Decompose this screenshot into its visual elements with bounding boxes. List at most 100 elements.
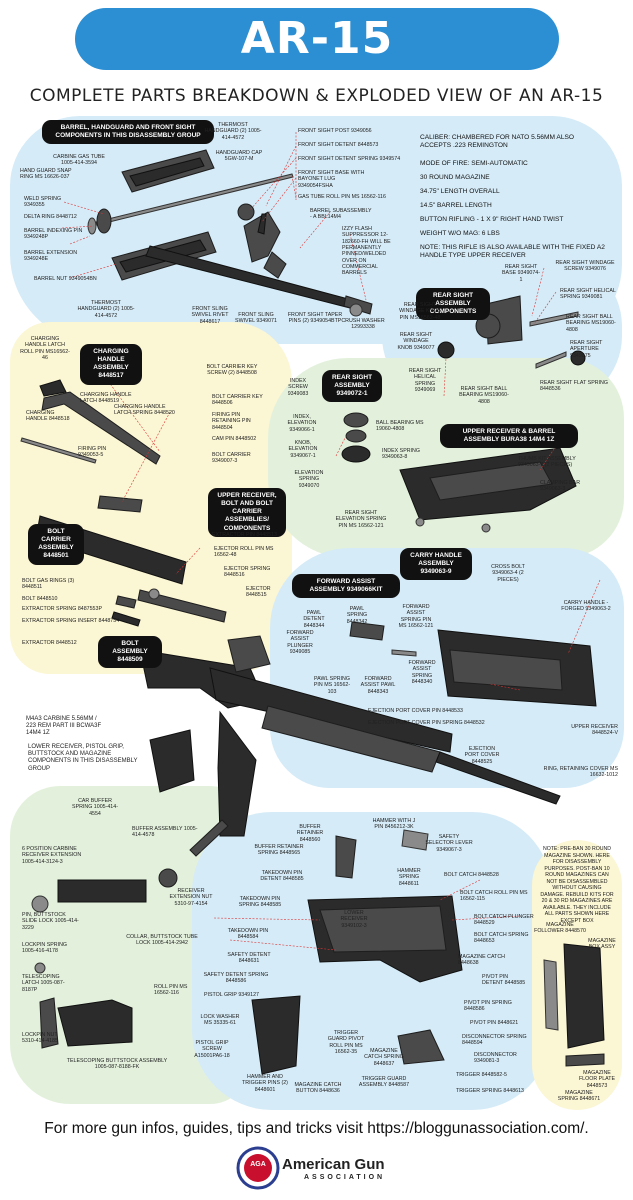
part-label: FORWARD ASSIST PLUNGER 9349085 <box>286 630 314 656</box>
part-label: GAS TUBE ROLL PIN MS 16562-116 <box>298 194 386 200</box>
logo-name: American Gun <box>282 1156 385 1173</box>
part-label: BALL BEARING MS 19060-4808 <box>376 420 424 433</box>
part-label: BUFFER RETAINER SPRING 8448565 <box>254 844 304 857</box>
spec-line: 30 ROUND MAGAZINE <box>420 174 490 181</box>
part-label: REAR SIGHT BALL BEARING MS19060-4808 <box>566 314 616 333</box>
logo-badge: AGA <box>250 1161 266 1168</box>
upper-receiver-bolt-tag: UPPER RECEIVER, BOLT AND BOLT CARRIER AS… <box>208 488 286 537</box>
part-label: ROLL PIN MS 16562-116 <box>154 984 188 997</box>
part-label: REAR SIGHT HELICAL SPRING 9349081 <box>560 288 616 301</box>
part-label: BUFFER ASSEMBLY 1005-414-4578 <box>132 826 198 839</box>
part-label: SAFETY DETENT 8448631 <box>227 952 271 965</box>
spec-line: 34.75" LENGTH OVERALL <box>420 188 500 195</box>
part-label: CAR BUFFER SPRING 1005-414-4554 <box>72 798 118 817</box>
part-label: EXTRACTOR 8448512 <box>22 640 77 646</box>
part-label: FRONT SIGHT POST 9349056 <box>298 128 372 134</box>
part-label: CHARGING HANDLE LATCH 8448519 <box>80 392 132 405</box>
magazine-drawing <box>563 943 605 1049</box>
part-label: REAR SIGHT BASE 9349074-1 <box>502 264 540 283</box>
part-label: HAND GUARD SNAP RING MS 16626-037 <box>20 168 72 181</box>
part-label: CHARGING HANDLE 8448518 <box>26 410 70 423</box>
spec-line: BUTTON RIFLING - 1 X 9" RIGHT HAND TWIST <box>420 216 564 223</box>
part-label: FRONT SLING SWIVEL RIVET 8448617 <box>191 306 229 325</box>
part-label: FIRING PIN 9349053-5 <box>78 446 107 459</box>
part-label: BOLT CATCH SPRING 8448653 <box>474 932 529 945</box>
part-label: SAFETY DETENT SPRING 8448586 <box>203 972 269 985</box>
part-label: DISCONNECTOR SPRING 8448594 <box>462 1034 527 1047</box>
part-label: EJECTION PORT COVER 8448525 <box>464 746 500 765</box>
part-label: THERMOST HANDGUARD (2) 1005-414-4572 <box>204 122 262 141</box>
rear-sight-assembly-tag: REAR SIGHT ASSEMBLY 9349072-1 <box>322 370 382 403</box>
part-label: BARREL EXTENSION 9349248E <box>24 250 78 263</box>
part-label: PISTOL GRIP SCREW A15001PA6-18 <box>194 1040 230 1059</box>
part-label: REAR SIGHT WINDAGE SCREW 9349076 <box>555 260 615 273</box>
part-label: CROSS BOLT 9349063-4 (2 PIECES) <box>491 564 525 583</box>
part-label: ELEVATION SPRING 9349070 <box>294 470 324 489</box>
part-label: REAR SIGHT APERTURE 9349075 <box>570 340 603 359</box>
part-label: CHARGING HANDLE LATCH ROLL PIN MS16562-4… <box>20 336 70 362</box>
part-label: REAR SIGHT HELICAL SPRING 9349069 <box>408 368 442 394</box>
spec-line: WEIGHT W/O MAG: 6 LBS <box>420 230 500 237</box>
part-label: BOLT GAS RINGS (3) 8448511 <box>22 578 75 591</box>
part-label: HAMMER WITH J PIN 8456212-3K <box>372 818 416 831</box>
part-label: TRIGGER GUARD ASSEMBLY 8448587 <box>358 1076 410 1089</box>
part-label: BOLT CATCH 8448528 <box>444 872 499 878</box>
part-label: INDEX SPRING 9349063-8 <box>382 448 420 461</box>
footer-text: For more gun infos, guides, tips and tri… <box>44 1120 589 1137</box>
bolt-drawing <box>137 589 227 623</box>
part-label: TELESCOPING BUTTSTOCK ASSEMBLY 1005-087-… <box>66 1058 168 1071</box>
part-label: FRONT SIGHT DETENT 8448573 <box>298 142 379 148</box>
part-label: TRIGGER 8448582-5 <box>456 1072 507 1078</box>
magazine-note: NOTE: PRE-BAN 30 ROUND MAGAZINE SHOWN. H… <box>540 846 614 924</box>
part-label: FRONT SIGHT TAPER PINS (2) 9349054BTP <box>287 312 343 325</box>
part-label: CLAMPING BAR 9349063-3 <box>540 480 581 493</box>
rear-sight-components-tag: REAR SIGHT ASSEMBLY COMPONENTS <box>416 288 490 321</box>
part-label: BOLT 8448510 <box>22 596 58 602</box>
buttstock-drawing <box>57 999 133 1047</box>
part-label: EJECTION PORT COVER PIN 8448533 <box>368 708 463 714</box>
part-label: EJECTION PORT COVER PIN SPRING 8448532 <box>368 720 485 726</box>
part-label: EXTRACTOR SPRING INSERT 8448754 <box>22 618 120 624</box>
part-label: CARRY HANDLE - FORGED 9349063-2 <box>561 600 611 613</box>
part-label: PISTOL GRIP 9349127 <box>204 992 259 998</box>
part-label: INDEX SCREW 9349083 <box>287 378 309 397</box>
part-label: BOLT CARRIER KEY 8448506 <box>212 394 263 407</box>
part-label: MAGAZINE BOX ASSY <box>588 938 616 951</box>
part-label: MAGAZINE FOLLOWER 8448570 <box>534 922 586 935</box>
part-label: BOLT CARRIER 9349007-3 <box>212 452 251 465</box>
part-label: MAGAZINE FLOOR PLATE 8448573 <box>578 1070 616 1089</box>
handguard-top-drawing <box>121 149 215 193</box>
part-label: LOWER RECEIVER 9349102-3 <box>340 910 368 929</box>
part-label: FIRING PIN RETAINING PIN 8448504 <box>212 412 251 431</box>
barrel-drawing <box>145 245 353 309</box>
carry-handle-tag: CARRY HANDLE ASSEMBLY 9349063-9 <box>400 548 472 581</box>
charging-handle-tag: CHARGING HANDLE ASSEMBLY 8448517 <box>80 344 142 385</box>
part-label: CARBINE GAS TUBE 1005-414-3594 <box>53 154 105 167</box>
part-label: INDEX, ELEVATION 9349066-1 <box>287 414 317 433</box>
part-label: TRIGGER GUARD PIVOT ROLL PIN MS 16562-35 <box>327 1030 365 1056</box>
part-label: MAGAZINE CATCH SPRING 8448637 <box>364 1048 404 1067</box>
part-label: HAMMER AND TRIGGER PINS (2) 8448601 <box>242 1074 288 1093</box>
part-label: BARREL INDEXING PIN 9349248P <box>24 228 83 241</box>
part-label: UPPER RECEIVER 8448524-V <box>571 724 618 737</box>
bolt-carrier-tag: BOLT CARRIER ASSEMBLY 8448501 <box>28 524 84 565</box>
part-label: EJECTOR ROLL PIN MS 16562-48 <box>214 546 274 559</box>
part-label: KNOB, ELEVATION 9349067-1 <box>288 440 318 459</box>
part-label: SAFETY SELECTOR LEVER 9349067-3 <box>425 834 473 853</box>
part-label: THUMB KIT ASSEMBLY 9349063-7 (2 PIECES) <box>518 456 576 469</box>
part-label: TAKEDOWN PIN 8448584 <box>227 928 269 941</box>
part-label: REAR SIGHT WINDAGE KNOB PIN MS16562-48 <box>399 302 441 321</box>
part-label: REAR SIGHT ELEVATION SPRING PIN MS 16562… <box>335 510 387 529</box>
part-label: EJECTOR 8448515 <box>246 586 271 599</box>
part-label: PIVOT PIN 8448621 <box>470 1020 519 1026</box>
part-label: FRONT SIGHT BASE WITH BAYONET LUG 934905… <box>298 170 365 189</box>
part-label: DISCONNECTOR 9349081-3 <box>474 1052 517 1065</box>
part-label: PIVOT PIN SPRING 8448586 <box>464 1000 512 1013</box>
part-label: HAMMER SPRING 8448611 <box>397 868 421 887</box>
part-label: REAR SIGHT FLAT SPRING 8448536 <box>540 380 608 393</box>
spec-line: NOTE: THIS RIFLE IS ALSO AVAILABLE WITH … <box>420 244 605 260</box>
part-label: 6 POSITION CARBINE RECEIVER EXTENSION 10… <box>22 846 82 865</box>
part-label: EXTRACTOR PIN 8448513 <box>212 532 277 538</box>
part-label: PAWL SPRING 8448342 <box>346 606 368 625</box>
delta-ring-drawing <box>96 208 112 234</box>
